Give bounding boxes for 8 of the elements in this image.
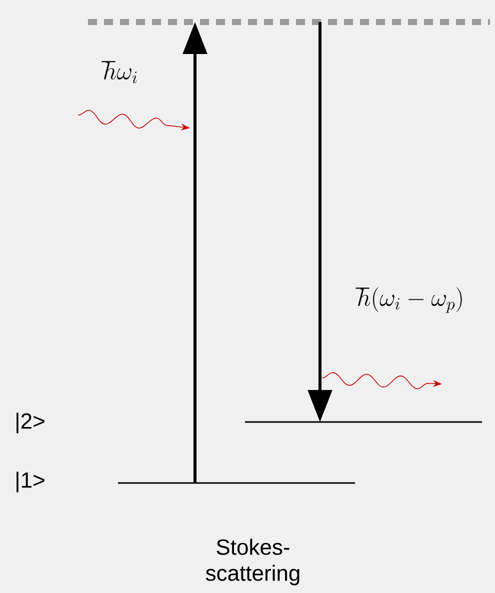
energy-level-line — [118, 482, 355, 484]
caption-label: Stokes- scattering — [206, 538, 300, 586]
formula-label: $\hbar(\omega_i-\omega_p)$ — [356, 287, 462, 313]
virtual-level-line — [88, 19, 490, 25]
state-label: |2> — [16, 412, 44, 434]
energy-level-line — [245, 421, 482, 423]
formula-label: $\hbar\omega_i$ — [102, 61, 137, 84]
state-label: |1> — [16, 472, 44, 492]
